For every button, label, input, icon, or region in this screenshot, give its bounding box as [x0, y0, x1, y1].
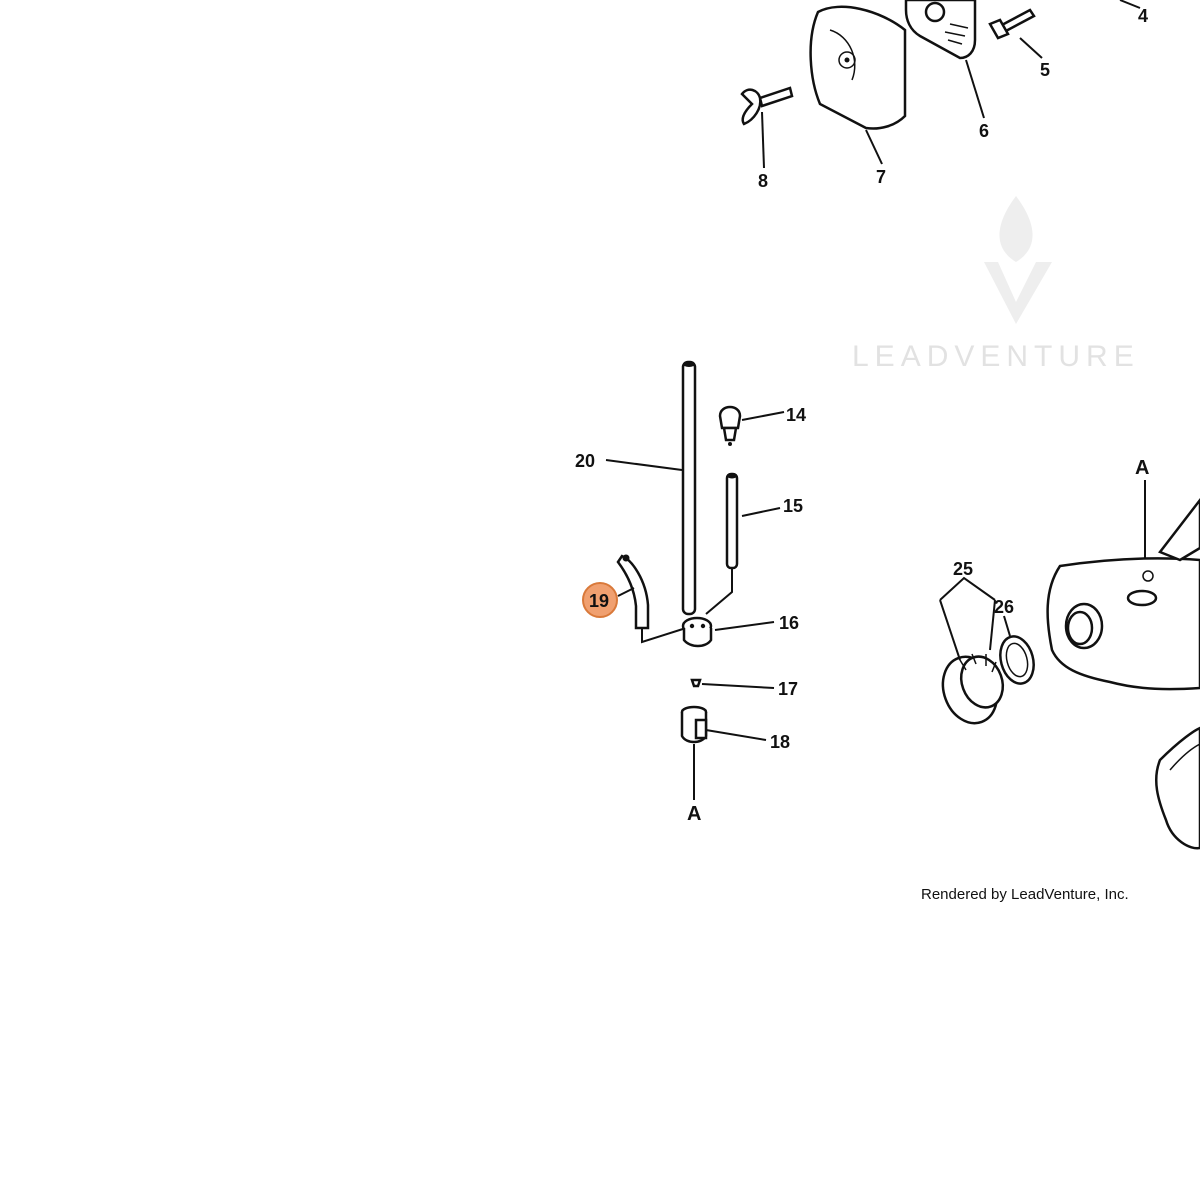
filter-element — [904, 0, 977, 60]
fuel-hose-curved — [616, 554, 650, 630]
connection-marker-a-top: A — [1135, 457, 1149, 479]
o-ring-part — [999, 635, 1035, 685]
bolt-part — [988, 8, 1036, 40]
leadventure-watermark-logo — [984, 196, 1052, 324]
callout-16[interactable]: 16 — [779, 613, 799, 633]
clip-part — [690, 678, 702, 688]
callout-15[interactable]: 15 — [783, 496, 803, 516]
air-filter-cover — [809, 5, 907, 130]
callout-17[interactable]: 17 — [778, 679, 798, 699]
render-credit: Rendered by LeadVenture, Inc. — [921, 886, 1129, 903]
connection-marker-a-bottom: A — [687, 803, 701, 825]
callout-14[interactable]: 14 — [786, 405, 806, 425]
callout-20[interactable]: 20 — [575, 451, 595, 471]
callout-8[interactable]: 8 — [758, 171, 768, 191]
fuel-tube-short — [725, 472, 739, 570]
callout-6[interactable]: 6 — [979, 121, 989, 141]
fuel-filter-part — [680, 705, 708, 800]
wing-screw-part — [740, 86, 794, 126]
callout-18[interactable]: 18 — [770, 732, 790, 752]
tank-gasket-part — [1155, 726, 1200, 850]
fuel-tank-part — [1046, 497, 1200, 691]
breather-cap-part — [718, 405, 742, 446]
fuel-tube-long — [681, 360, 697, 616]
callout-25[interactable]: 25 — [953, 559, 973, 579]
watermark-text: LEADVENTURE — [852, 340, 1140, 373]
callout-19-highlighted[interactable]: 19 — [582, 582, 618, 618]
callout-7[interactable]: 7 — [876, 167, 886, 187]
callout-19[interactable]: 19 — [589, 591, 609, 611]
grommet-part — [681, 616, 713, 648]
fuel-cap-part — [941, 653, 1005, 725]
callout-4[interactable]: 4 — [1138, 6, 1148, 26]
callout-5[interactable]: 5 — [1040, 60, 1050, 80]
callout-26[interactable]: 26 — [994, 597, 1014, 617]
